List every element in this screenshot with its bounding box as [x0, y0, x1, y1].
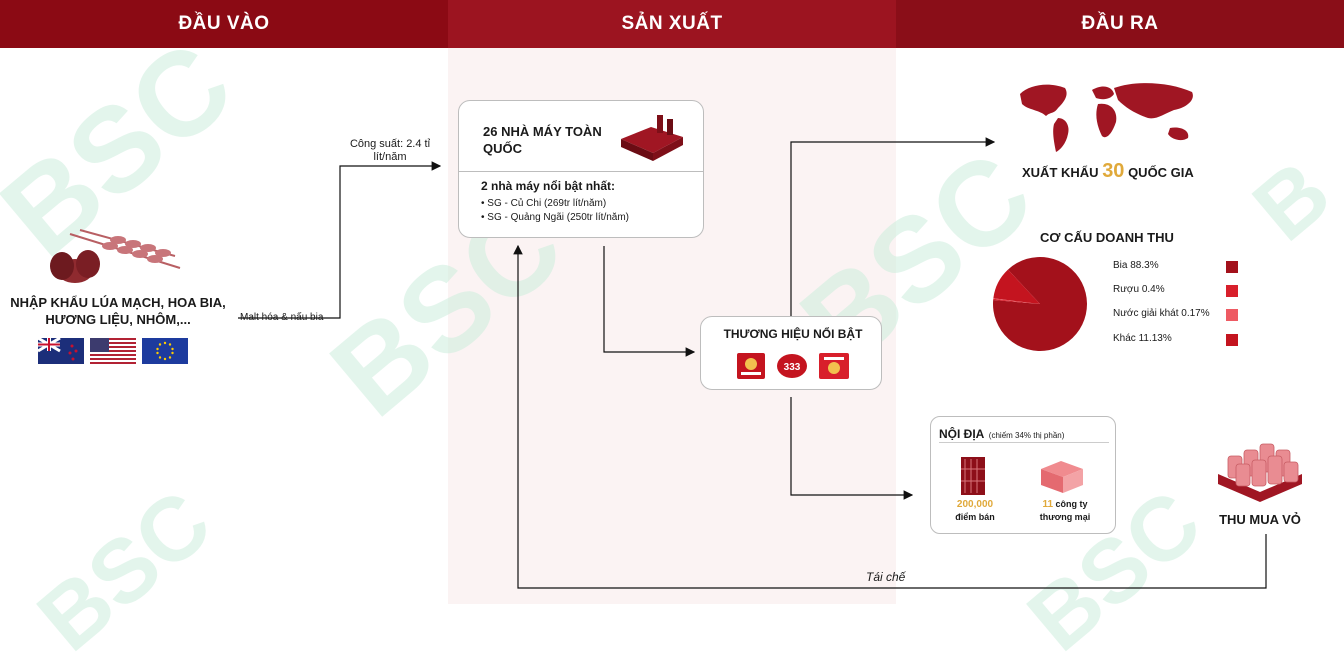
list-item: • SG - Củ Chi (269tr lít/năm) [481, 197, 629, 211]
stat1-label: điểm bán [945, 512, 1005, 522]
domestic-header: NỘI ĐỊA (chiếm 34% thị phần) [939, 425, 1064, 443]
export-suffix: QUỐC GIA [1128, 165, 1194, 180]
lac-viet-logo [819, 353, 849, 379]
barley-hops-icon [40, 226, 190, 292]
capacity-label: Công suất: 2.4 tỉ lít/năm [340, 138, 440, 164]
legend-label: Nước giải khát 0.17% [1113, 308, 1210, 319]
legend-label: Rượu 0.4% [1113, 284, 1165, 295]
333-beer-logo: 333 [776, 351, 808, 381]
factory-highlight-title: 2 nhà máy nổi bật nhất: [481, 179, 615, 193]
cans-stack-icon [1212, 434, 1308, 504]
factory-icon [617, 113, 687, 163]
factory-box: 26 NHÀ MÁY TOÀN QUỐC 2 nhà máy nổi bật n… [458, 100, 704, 238]
input-title: NHẬP KHẨU LÚA MẠCH, HOA BIA, HƯƠNG LIỆU,… [6, 294, 230, 328]
legend-label: Khác 11.13% [1113, 333, 1172, 344]
domestic-title: NỘI ĐỊA [939, 427, 984, 441]
factory-divider [459, 171, 703, 172]
legend-swatch [1226, 309, 1238, 321]
legend-swatch [1226, 285, 1238, 297]
malting-label: Malt hóa & nấu bia [240, 312, 323, 323]
export-number: 30 [1102, 160, 1124, 182]
world-map-icon [1010, 74, 1206, 154]
domestic-divider [939, 442, 1109, 443]
export-prefix: XUẤT KHẨU [1022, 165, 1099, 180]
stat2-label-a: công ty [1056, 499, 1088, 509]
collect-title: THU MUA VỎ [1210, 512, 1310, 527]
saigon-beer-logo [737, 353, 765, 379]
store-shelf-icon [957, 453, 989, 497]
revenue-pie-chart [992, 256, 1088, 352]
domestic-box: NỘI ĐỊA (chiếm 34% thị phần) 200,000 điể… [930, 416, 1116, 534]
legend-swatch [1226, 334, 1238, 346]
nz-flag-icon [38, 338, 84, 364]
legend-label: Bia 88.3% [1113, 260, 1159, 271]
us-flag-icon [90, 338, 136, 364]
factory-list: • SG - Củ Chi (269tr lít/năm) • SG - Quả… [481, 197, 629, 225]
list-item: • SG - Quảng Ngãi (250tr lít/năm) [481, 211, 629, 225]
stat2-line1: 11 công ty [1027, 499, 1103, 510]
stat2-value: 11 [1042, 499, 1053, 510]
revenue-title: CƠ CẤU DOANH THU [1040, 230, 1174, 245]
brands-box: THƯƠNG HIỆU NỔI BẬT 333 [700, 316, 882, 390]
eu-flag-icon [142, 338, 188, 364]
domestic-share: (chiếm 34% thị phần) [989, 431, 1065, 440]
svg-text:333: 333 [784, 362, 801, 373]
export-label: XUẤT KHẨU 30 QUỐC GIA [1022, 160, 1222, 183]
recycle-label: Tái chế [866, 570, 905, 584]
office-building-icon [1039, 457, 1085, 495]
stat1-value: 200,000 [945, 499, 1005, 510]
brands-title: THƯƠNG HIỆU NỔI BẬT [711, 327, 875, 341]
factory-title: 26 NHÀ MÁY TOÀN QUỐC [483, 123, 613, 157]
stat2-label-b: thương mại [1027, 512, 1103, 522]
legend-swatch [1226, 261, 1238, 273]
